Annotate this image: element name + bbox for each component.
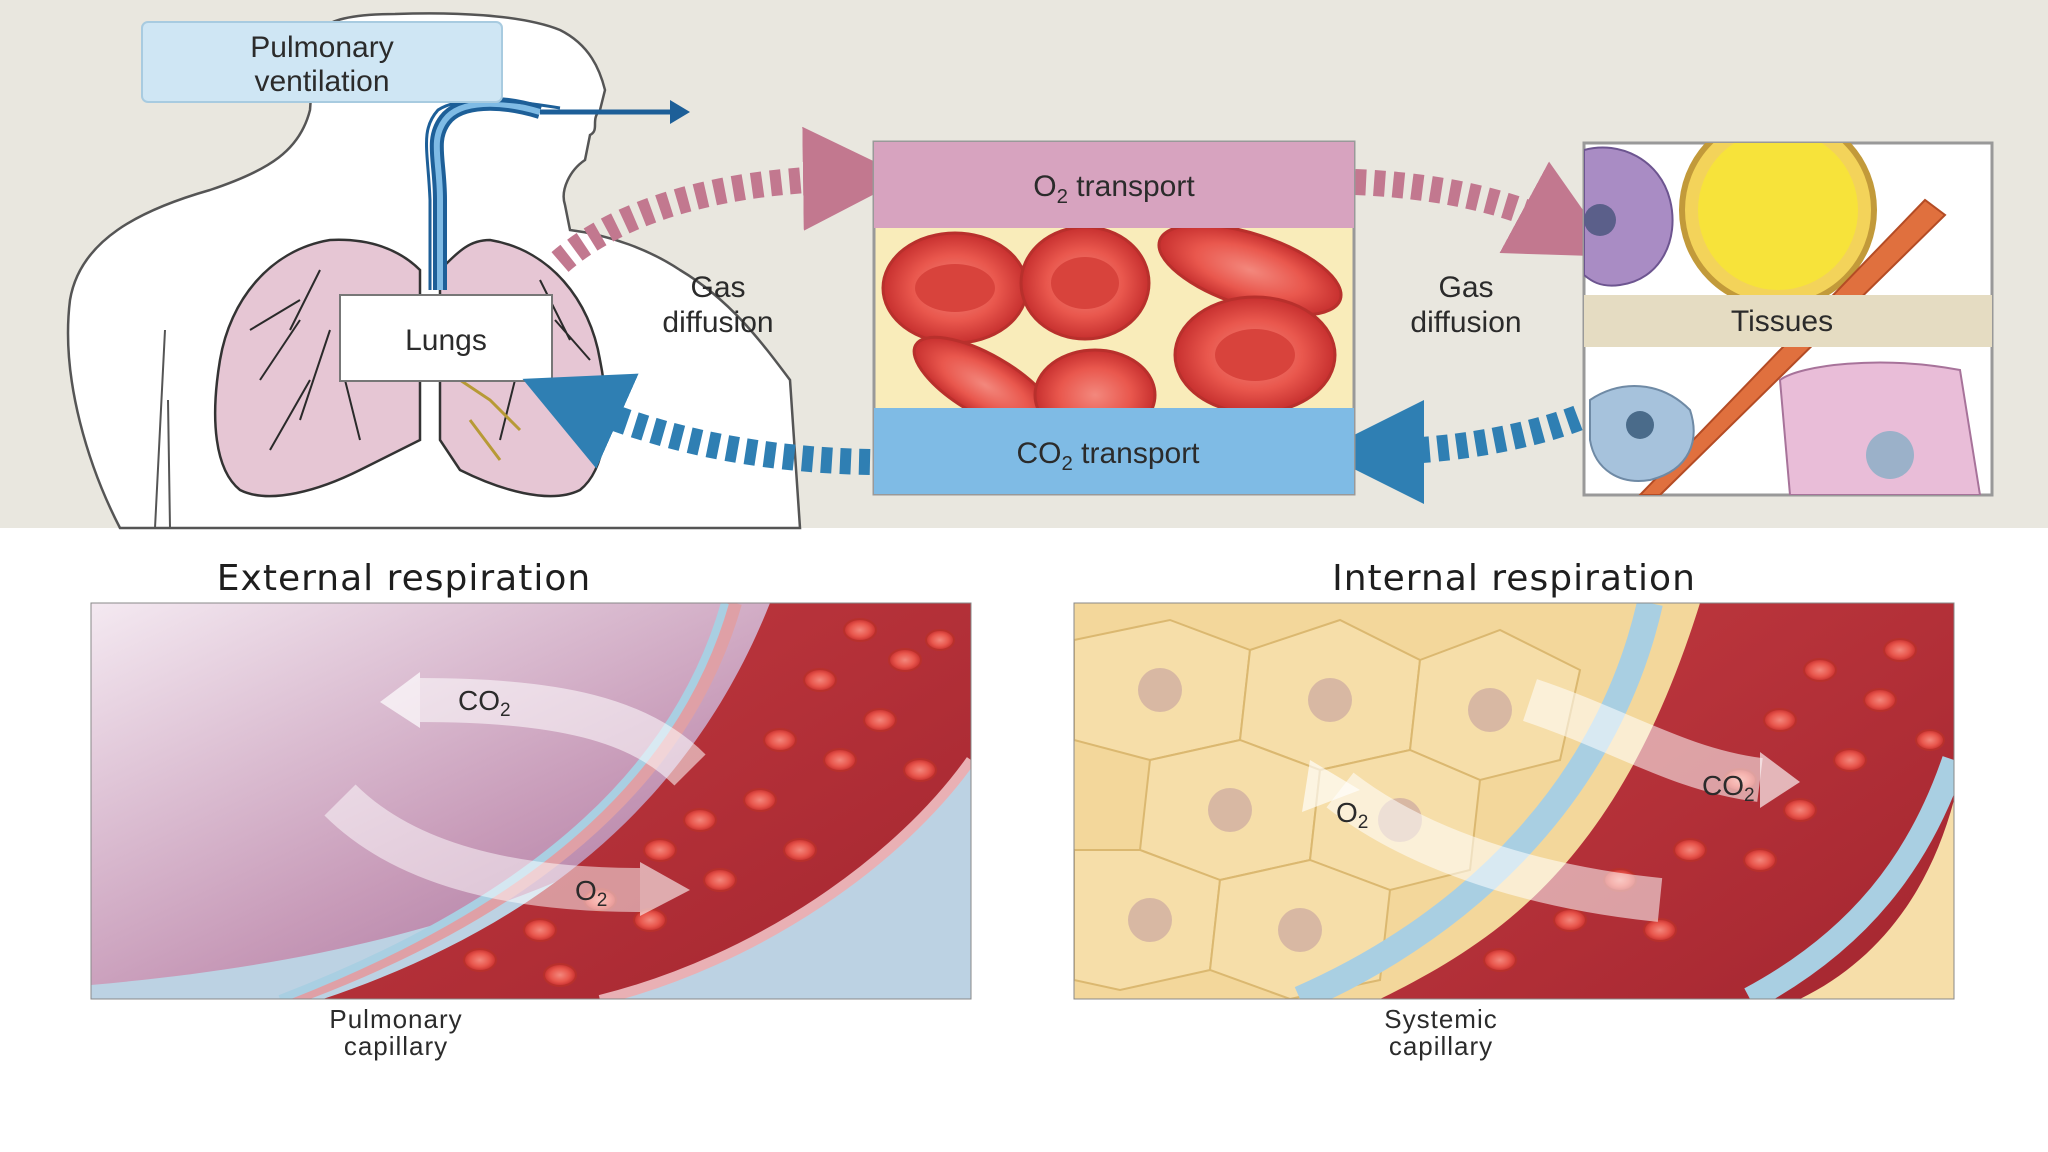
external-o2-label: O2 (575, 875, 607, 911)
o2-in-arrowhead-icon (640, 862, 690, 916)
blood-transport-box: O2 transport CO2 transport (872, 140, 1356, 496)
svg-text:Pulmonary: Pulmonary (250, 31, 393, 64)
o2-transport-band (874, 142, 1354, 228)
co2-transport-band (874, 408, 1354, 494)
svg-text:diffusion: diffusion (1410, 306, 1521, 339)
pulmonary-ventilation-label: Pulmonary ventilation (141, 21, 503, 103)
svg-text:diffusion: diffusion (662, 306, 773, 339)
svg-text:Lungs: Lungs (405, 324, 487, 357)
gas-diffusion-label-right: Gas diffusion (1410, 271, 1521, 339)
co2-out-arrow (419, 678, 706, 786)
internal-o2-label: O2 (1336, 797, 1368, 833)
tissues-box: Tissues (1582, 141, 1994, 497)
rbc-cluster-internal (1483, 638, 1945, 972)
red-blood-cells (881, 228, 1343, 408)
systemic-capillary-caption: Systemic (1384, 1004, 1497, 1034)
internal-co2-label: CO2 (1702, 770, 1755, 806)
tissue-nuclei (1128, 668, 1512, 952)
pulmonary-capillary-caption-line2: capillary (344, 1031, 448, 1061)
external-respiration-illustration (91, 603, 971, 999)
external-co2-label: CO2 (458, 685, 511, 721)
o2-to-tissue-internal-arrow (1326, 772, 1663, 922)
internal-respiration-title: Internal respiration (1332, 558, 1696, 599)
co2-transport-label: CO2 transport (1016, 437, 1200, 475)
gas-diffusion-label-left: Gas diffusion (662, 271, 773, 339)
o2-transport-label: O2 transport (1033, 170, 1195, 208)
pulmonary-capillary-caption: Pulmonary (329, 1004, 462, 1034)
svg-text:Tissues: Tissues (1731, 305, 1833, 338)
co2-to-blood-internal-arrow (1523, 679, 1764, 802)
co2-out-arrowhead-icon (380, 672, 420, 728)
o2-to-blood-arrow (551, 126, 907, 272)
lungs-label: Lungs (339, 294, 553, 382)
airway (425, 96, 690, 290)
co2-to-blood-arrow (1320, 399, 1583, 504)
exhale-arrow-icon (670, 100, 690, 124)
tissue-cells (1584, 143, 1992, 495)
systemic-capillary-caption-line2: capillary (1389, 1031, 1493, 1061)
external-respiration-title: External respiration (217, 558, 591, 599)
o2-in-arrow (324, 784, 641, 912)
svg-text:Gas: Gas (1438, 271, 1493, 304)
internal-respiration-illustration (1074, 603, 1954, 999)
o2-internal-arrowhead-icon (1302, 760, 1360, 812)
co2-internal-arrowhead-icon (1760, 752, 1800, 808)
svg-text:Gas: Gas (690, 271, 745, 304)
svg-text:ventilation: ventilation (254, 65, 389, 98)
co2-to-lungs-arrow (522, 373, 871, 475)
